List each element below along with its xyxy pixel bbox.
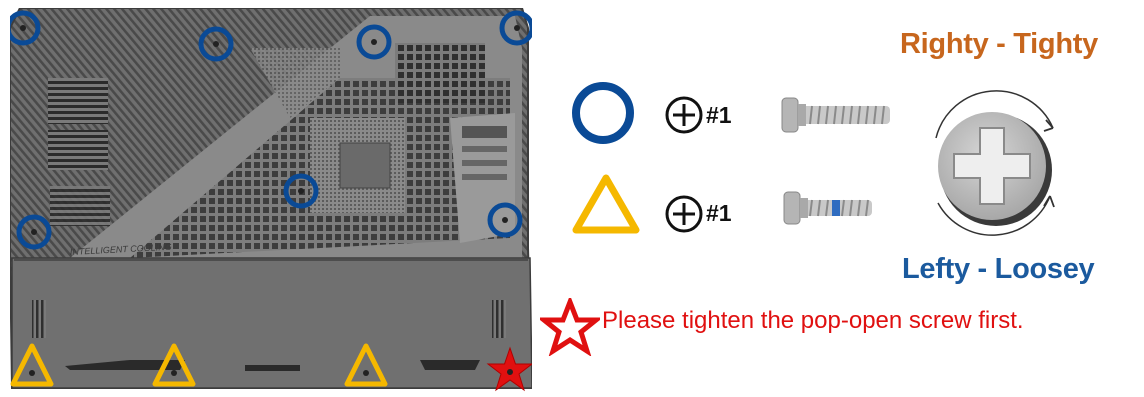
screw-long-image [780,96,895,136]
screw-short-image [782,190,877,228]
loosen-direction-label: Lefty - Loosey [902,253,1094,286]
phillips-icon [664,194,704,234]
triangle-screw-symbol [570,172,642,236]
screw-size-label: #1 [706,200,732,227]
star-icon [540,298,600,356]
screw-size-label: #1 [706,102,732,129]
circle-screw-symbol [572,82,634,144]
rotation-diagram [918,78,1068,248]
laptop-bottom-panel: INTELLIGENT COOLING [10,8,532,392]
tighten-direction-label: Righty - Tighty [900,28,1098,61]
pop-open-screw-note: Please tighten the pop-open screw first. [602,307,1024,335]
phillips-icon [664,95,704,135]
